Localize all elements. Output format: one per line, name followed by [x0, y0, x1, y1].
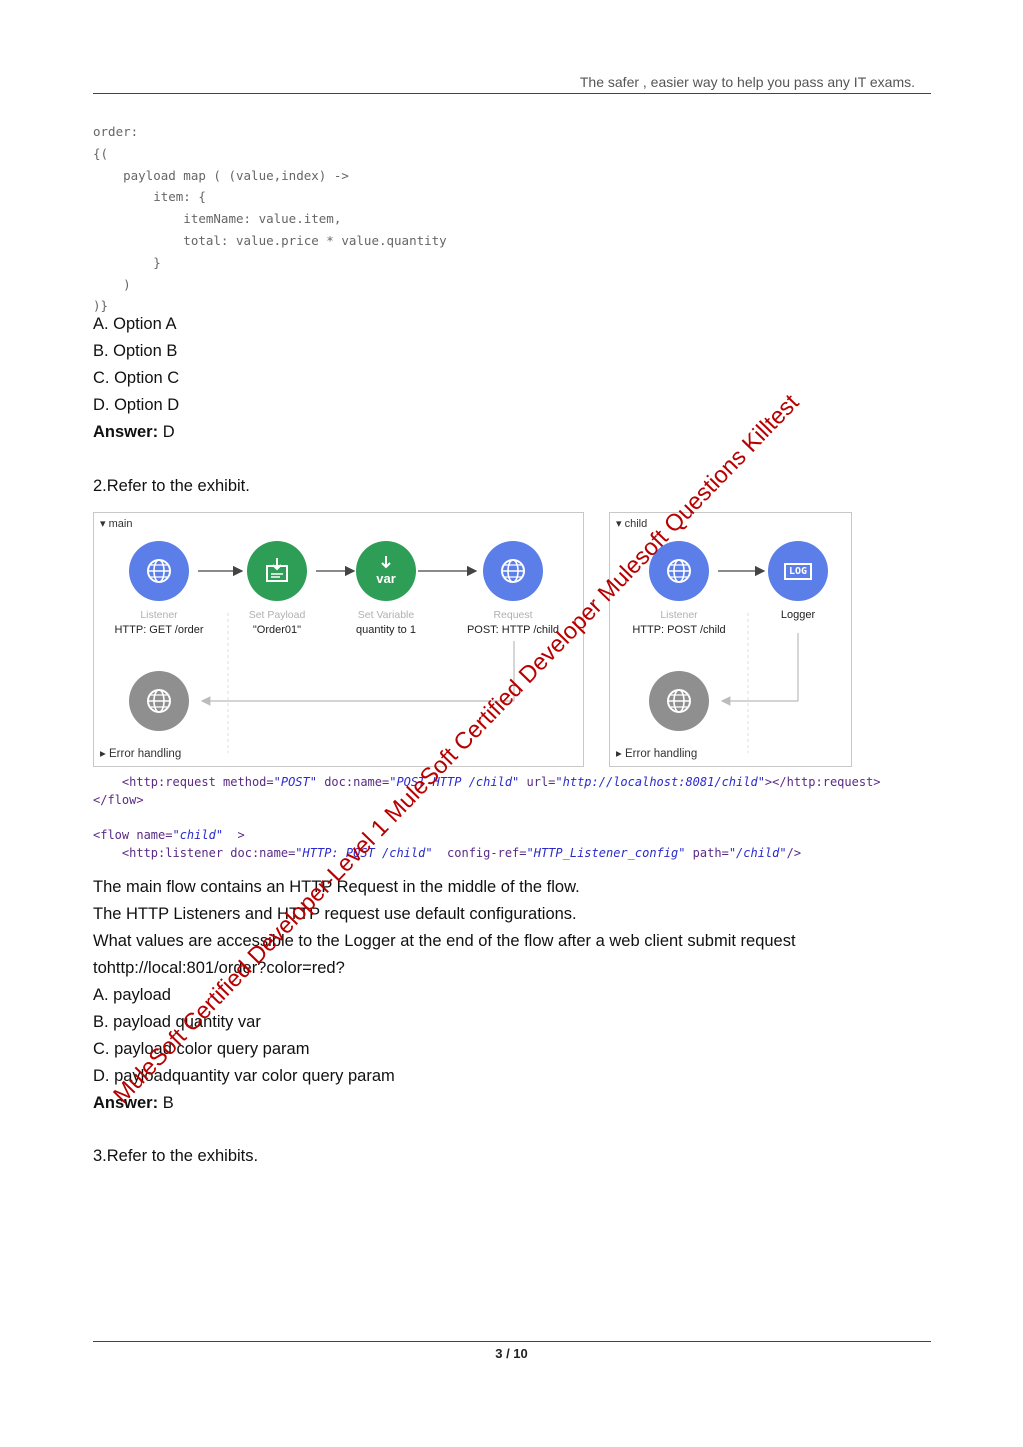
child-error-handling[interactable]: ▸ Error handling — [616, 746, 697, 760]
q2-option-d: D. payloadquantity var color query param — [93, 1067, 395, 1085]
node-detail-request: POST: HTTP /child — [466, 624, 560, 636]
node-detail-set-variable: quantity to 1 — [356, 624, 416, 636]
child-flow-title-text: child — [624, 518, 648, 530]
child-flow-arrows — [718, 565, 799, 753]
q3-heading: 3.Refer to the exhibits. — [93, 1147, 259, 1165]
q2-heading: 2.Refer to the exhibit. — [93, 477, 250, 495]
logger-log-icon[interactable]: LOG — [768, 541, 828, 601]
main-flow-title-text: main — [108, 518, 133, 530]
xml-line-4: <http:listener doc:name="HTTP: POST /chi… — [93, 846, 801, 860]
q1-answer-value: D — [158, 423, 175, 441]
xml-line-2: </flow> — [93, 793, 144, 807]
dataweave-code-block: order: {( payload map ( (value,index) ->… — [93, 124, 447, 314]
q2-body-line-1: The main flow contains an HTTP Request i… — [93, 878, 580, 896]
xml-text: </flow> — [93, 793, 144, 807]
q1-answer-label: Answer: — [93, 423, 159, 441]
q1-option-b: B. Option B — [93, 342, 178, 360]
header-tagline: The safer , easier way to help you pass … — [579, 74, 915, 90]
header-rule — [93, 93, 931, 94]
xml-text: path= — [685, 846, 729, 860]
q1-option-d: D. Option D — [93, 396, 180, 414]
xml-line-3: <flow name="child" > — [93, 828, 245, 842]
q1-option-c: C. Option C — [93, 369, 180, 387]
set-variable-icon[interactable]: var — [356, 541, 416, 601]
q2-body-line-3: What values are accessible to the Logger… — [93, 932, 796, 950]
node-detail-set-payload: "Order01" — [252, 624, 302, 636]
child-node-type-listener: Listener — [660, 609, 698, 621]
xml-string: "/child" — [728, 846, 787, 860]
xml-text: <http:listener doc:name= — [93, 846, 296, 860]
expand-triangle-icon: ▸ — [100, 748, 106, 760]
response-globe-icon — [129, 671, 189, 731]
child-error-handling-label: Error handling — [624, 748, 698, 760]
footer-rule — [93, 1341, 931, 1342]
child-flow-title: ▾ child — [616, 517, 647, 530]
collapse-triangle-icon: ▾ — [616, 518, 622, 530]
page-number: 3 / 10 — [495, 1346, 528, 1361]
var-icon-text: var — [376, 571, 396, 586]
xml-text: <flow name= — [93, 828, 173, 842]
q2-body-line-2: The HTTP Listeners and HTTP request use … — [93, 905, 577, 923]
q2-option-b: B. payload quantity var — [93, 1013, 261, 1031]
xml-text: ></http:request> — [764, 775, 881, 789]
main-flow-arrows — [198, 565, 515, 753]
log-icon-text: LOG — [783, 562, 813, 580]
q2-body-line-4: tohttp://local:801/order?color=red? — [93, 959, 345, 977]
child-flow-panel: ▾ child LOG Listener HTTP: POST /child L… — [609, 512, 852, 767]
q1-option-a: A. Option A — [93, 315, 177, 333]
q1-answer: Answer: D — [93, 423, 175, 442]
xml-text: doc:name= — [316, 775, 390, 789]
child-node-detail-logger: Logger — [780, 609, 816, 621]
xml-string: "POST" — [273, 775, 317, 789]
q2-answer-label: Answer: — [93, 1094, 159, 1112]
xml-text: url= — [519, 775, 556, 789]
xml-string: "POST HTTP /child" — [389, 775, 520, 789]
collapse-triangle-icon: ▾ — [100, 518, 106, 530]
child-node-detail-listener: HTTP: POST /child — [632, 624, 726, 636]
expand-triangle-icon: ▸ — [616, 748, 622, 760]
q2-answer-value: B — [158, 1094, 174, 1112]
q2-option-c: C. payload color query param — [93, 1040, 310, 1058]
xml-line-1: <http:request method="POST" doc:name="PO… — [93, 775, 881, 789]
child-listener-globe-icon[interactable] — [649, 541, 709, 601]
main-error-handling[interactable]: ▸ Error handling — [100, 746, 181, 760]
main-error-handling-label: Error handling — [108, 748, 182, 760]
node-type-set-payload: Set Payload — [248, 609, 306, 621]
q2-option-a: A. payload — [93, 986, 171, 1004]
xml-text: <http:request method= — [93, 775, 274, 789]
node-type-request: Request — [493, 609, 533, 621]
xml-text: config-ref= — [432, 846, 527, 860]
xml-string: "HTTP: POST /child" — [295, 846, 433, 860]
listener-globe-icon[interactable] — [129, 541, 189, 601]
node-type-listener: Listener — [140, 609, 178, 621]
xml-text: /> — [786, 846, 802, 860]
main-flow-title: ▾ main — [100, 517, 132, 530]
request-globe-icon[interactable] — [483, 541, 543, 601]
xml-text: > — [223, 828, 245, 842]
xml-string: "http://localhost:8081/child" — [555, 775, 765, 789]
q2-answer: Answer: B — [93, 1094, 174, 1113]
xml-string: "child" — [172, 828, 224, 842]
set-payload-icon[interactable] — [247, 541, 307, 601]
xml-string: "HTTP_Listener_config" — [526, 846, 686, 860]
main-flow-panel: ▾ main var Listener HTTP: GET /order Set… — [93, 512, 584, 767]
node-type-set-variable: Set Variable — [357, 609, 415, 621]
child-response-globe-icon — [649, 671, 709, 731]
node-detail-listener: HTTP: GET /order — [114, 624, 204, 636]
